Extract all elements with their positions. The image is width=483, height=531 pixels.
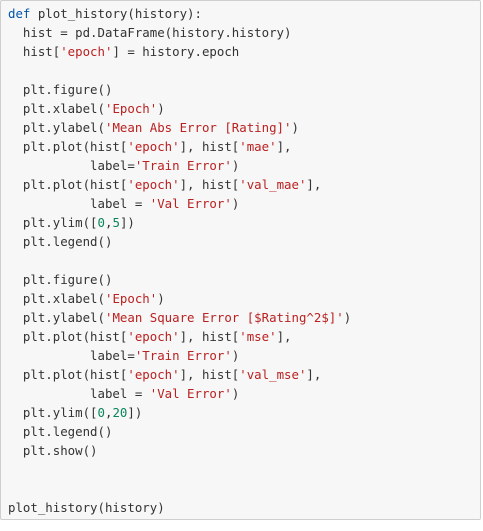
code-line: plt.legend() [8, 422, 351, 441]
code-number: 5 [112, 215, 120, 230]
code-text: ) [231, 158, 240, 173]
code-string: 'mse' [239, 329, 277, 344]
code-text: ], [276, 139, 292, 154]
code-text: plt.legend() [8, 424, 113, 439]
code-text: ], hist[ [179, 367, 240, 382]
code-line: plt.ylabel('Mean Square Error [$Rating^2… [8, 308, 351, 327]
code-string: 'mae' [239, 139, 277, 154]
code-text: plt.show() [8, 443, 98, 458]
code-text: ) [157, 291, 165, 306]
code-string: 'Mean Abs Error [Rating]' [104, 120, 292, 135]
code-string: 'Train Error' [134, 158, 232, 173]
code-text: plt.xlabel( [8, 101, 105, 116]
code-line: label = 'Val Error') [8, 384, 351, 403]
code-string: 'Val Error' [149, 196, 232, 211]
code-line: label = 'Val Error') [8, 194, 351, 213]
code-text: plt.figure() [8, 272, 113, 287]
code-line: hist = pd.DataFrame(history.history) [8, 23, 351, 42]
code-text: plot_history(history) [8, 500, 165, 515]
code-text: plt.xlabel( [8, 291, 105, 306]
code-string: 'epoch' [127, 329, 180, 344]
code-text: label= [8, 348, 135, 363]
code-line: plt.ylim([0,20]) [8, 403, 351, 422]
code-text: ] = history.epoch [112, 44, 240, 59]
code-line: plt.ylabel('Mean Abs Error [Rating]') [8, 118, 351, 137]
code-string: 'Mean Square Error [$Rating^2$]' [104, 310, 344, 325]
code-line: plt.figure() [8, 80, 351, 99]
code-text: plt.ylim([ [8, 215, 98, 230]
code-text: ) [231, 196, 240, 211]
code-text: ) [157, 101, 165, 116]
code-cell[interactable]: def plot_history(history): hist = pd.Dat… [0, 0, 481, 520]
code-line [8, 479, 351, 498]
code-line: def plot_history(history): [8, 4, 351, 23]
code-line: plt.show() [8, 441, 351, 460]
code-string: 'Train Error' [134, 348, 232, 363]
code-line [8, 251, 351, 270]
code-line: plt.legend() [8, 232, 351, 251]
code-string: 'Epoch' [104, 291, 158, 306]
code-text: ], hist[ [179, 177, 240, 192]
code-line [8, 61, 351, 80]
code-line: label='Train Error') [8, 346, 351, 365]
code-text: plt.plot(hist[ [8, 329, 128, 344]
code-text: ], hist[ [179, 329, 240, 344]
code-number: 20 [112, 405, 128, 420]
code-text: ], [276, 329, 292, 344]
code-text: plt.plot(hist[ [8, 367, 128, 382]
code-text: plt.ylabel( [8, 310, 105, 325]
code-text: ], hist[ [179, 139, 240, 154]
code-text: plot_history(history): [30, 6, 202, 21]
code-string: 'epoch' [127, 139, 180, 154]
code-line: plt.ylim([0,5]) [8, 213, 351, 232]
code-text: plt.ylabel( [8, 120, 105, 135]
code-number: 0 [97, 405, 105, 420]
code-text: label = [8, 196, 150, 211]
code-line: plt.plot(hist['epoch'], hist['mae'], [8, 137, 351, 156]
code-text: , [105, 215, 113, 230]
code-text: plt.legend() [8, 234, 113, 249]
code-line: plot_history(history) [8, 498, 351, 517]
code-string: 'Epoch' [104, 101, 158, 116]
code-line: hist['epoch'] = history.epoch [8, 42, 351, 61]
code-line: plt.xlabel('Epoch') [8, 289, 351, 308]
code-string: 'epoch' [127, 367, 180, 382]
code-text: plt.plot(hist[ [8, 177, 128, 192]
code-editor[interactable]: def plot_history(history): hist = pd.Dat… [8, 4, 351, 517]
code-line: plt.plot(hist['epoch'], hist['val_mae'], [8, 175, 351, 194]
code-text: , [105, 405, 113, 420]
code-text: ]) [127, 405, 143, 420]
code-text: hist = pd.DataFrame(history.history) [8, 25, 292, 40]
code-text: ) [343, 310, 352, 325]
code-line: plt.plot(hist['epoch'], hist['mse'], [8, 327, 351, 346]
code-line: plt.plot(hist['epoch'], hist['val_mse'], [8, 365, 351, 384]
code-text: plt.plot(hist[ [8, 139, 128, 154]
code-text: label = [8, 386, 150, 401]
code-string: 'epoch' [127, 177, 180, 192]
code-line: plt.xlabel('Epoch') [8, 99, 351, 118]
code-text: ) [231, 348, 240, 363]
code-string: 'val_mae' [239, 177, 307, 192]
code-text: plt.figure() [8, 82, 113, 97]
code-keyword: def [8, 6, 31, 21]
code-string: 'Val Error' [149, 386, 232, 401]
code-text: ]) [119, 215, 135, 230]
code-text: plt.ylim([ [8, 405, 98, 420]
code-string: 'epoch' [60, 44, 113, 59]
code-number: 0 [97, 215, 105, 230]
code-text: ) [291, 120, 299, 135]
code-line: label='Train Error') [8, 156, 351, 175]
code-text: label= [8, 158, 135, 173]
code-line: plt.figure() [8, 270, 351, 289]
code-text: ) [231, 386, 240, 401]
code-text: hist[ [8, 44, 61, 59]
code-line [8, 460, 351, 479]
code-text: ], [306, 367, 322, 382]
code-string: 'val_mse' [239, 367, 307, 382]
code-text: ], [306, 177, 322, 192]
